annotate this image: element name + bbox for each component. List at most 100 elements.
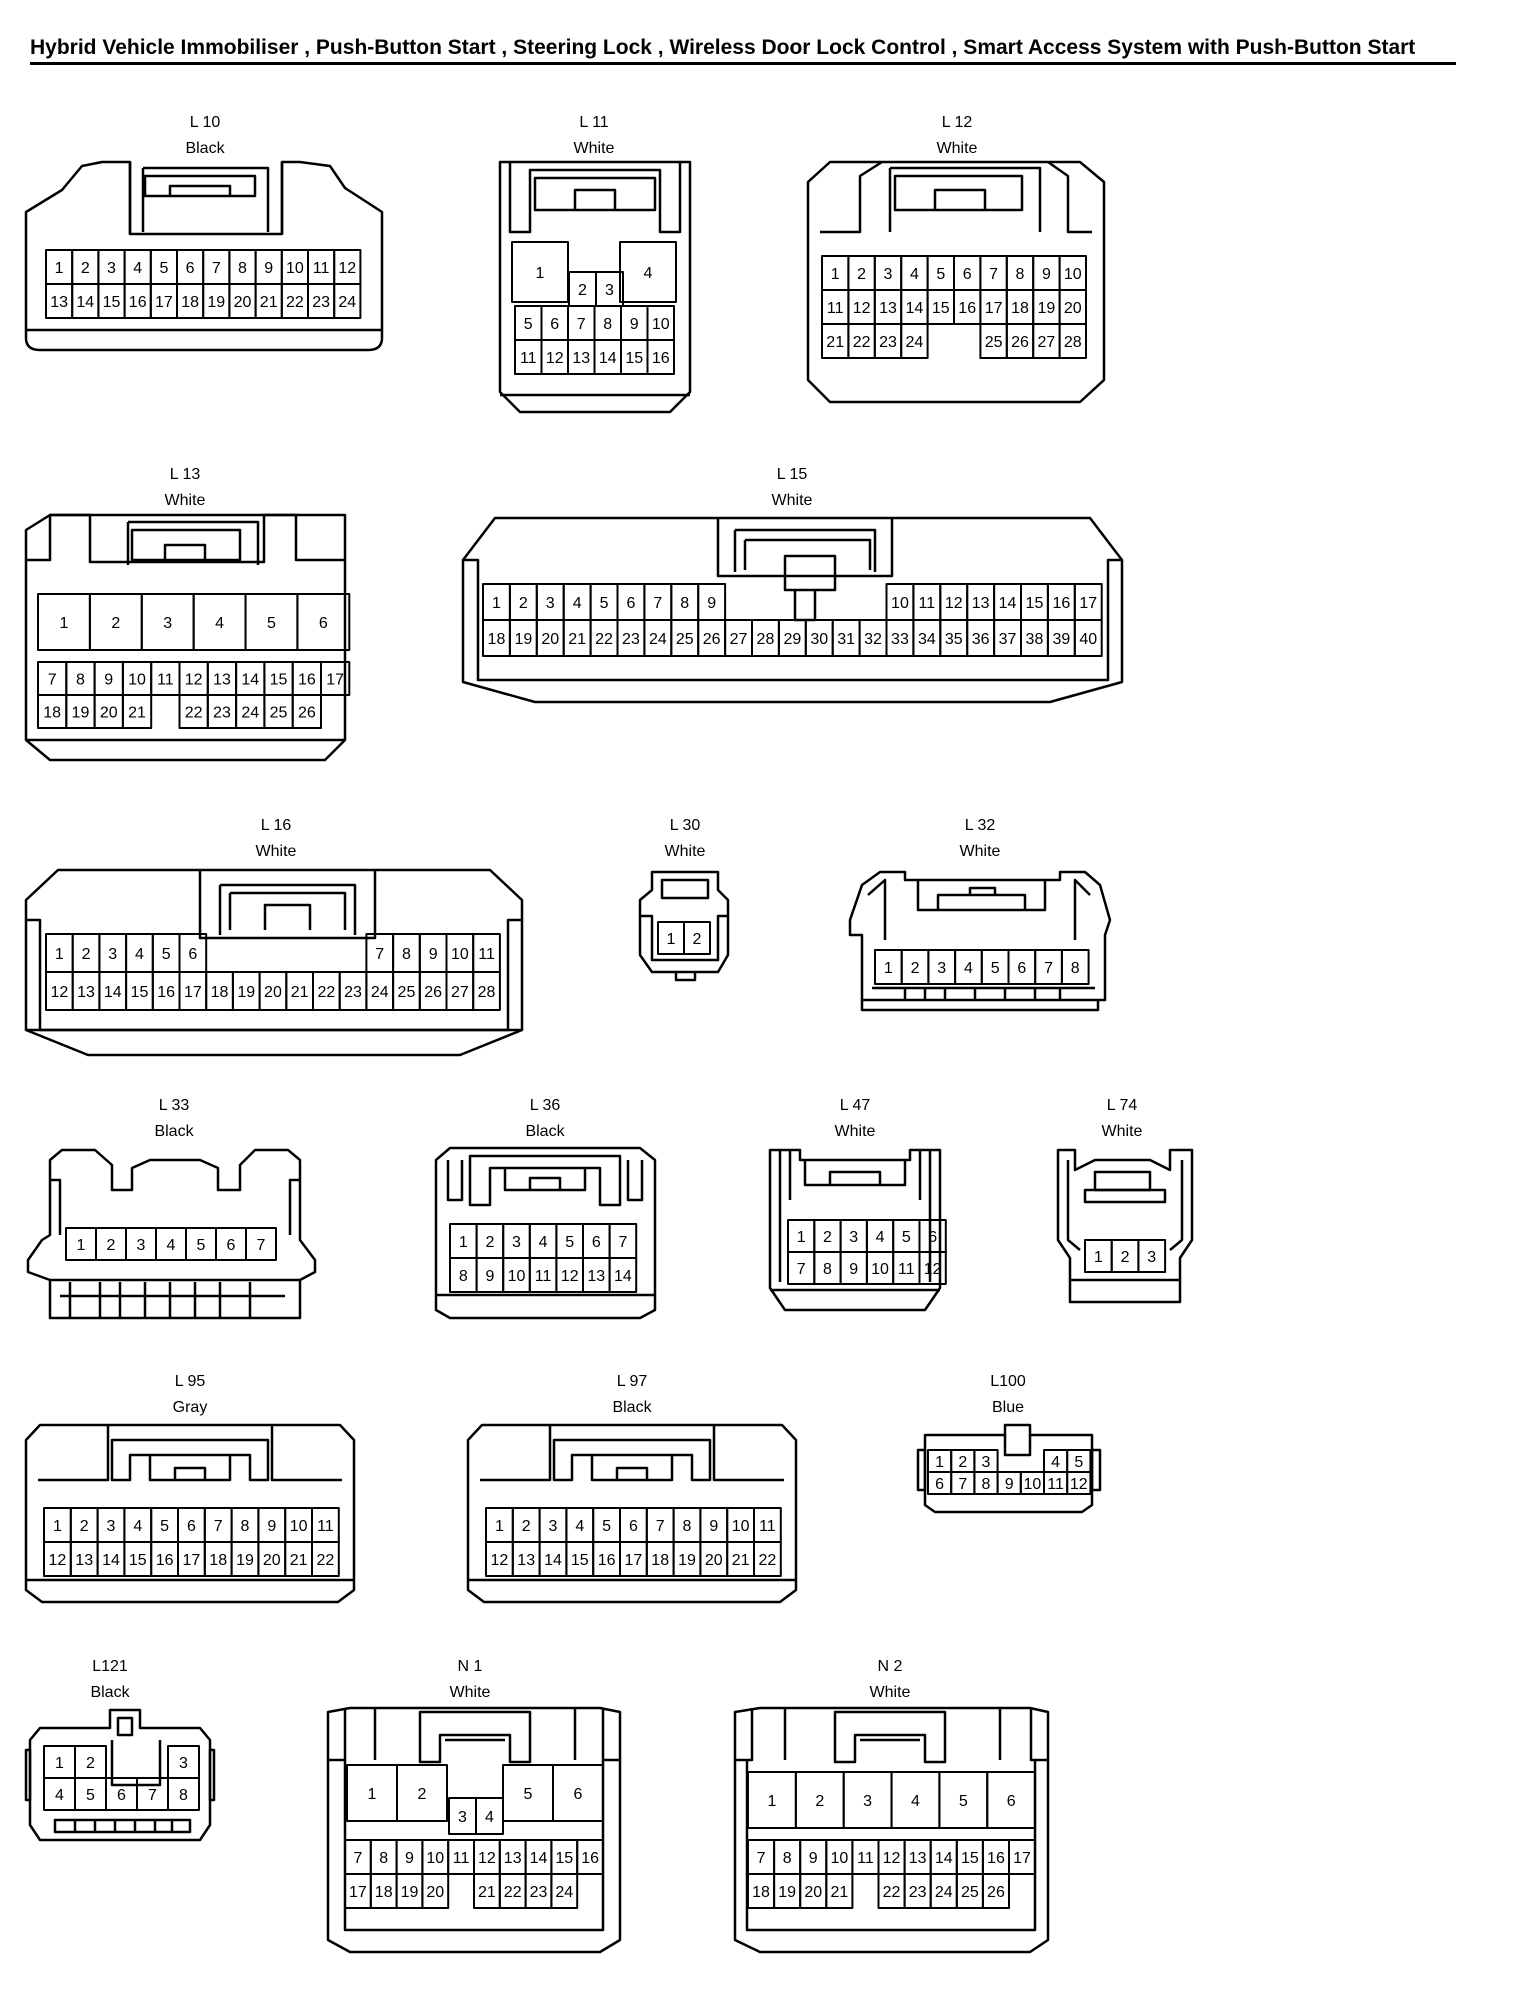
pin-number: 9 <box>809 1850 818 1867</box>
pin-number: 11 <box>313 260 330 277</box>
pin-number: 22 <box>317 1552 335 1569</box>
pin-number: 36 <box>972 631 990 648</box>
pin-number: 25 <box>985 334 1003 351</box>
pin-number: 34 <box>918 631 936 648</box>
pin-number: 3 <box>163 615 172 632</box>
pin-number: 20 <box>263 1552 281 1569</box>
pin-number: 2 <box>82 946 91 963</box>
pin-number: 12 <box>478 1850 496 1867</box>
pin-number: 4 <box>911 1793 920 1810</box>
pin-number: 28 <box>1064 334 1082 351</box>
connector-name: L 95 <box>175 1373 206 1390</box>
pin-number: 23 <box>213 705 231 722</box>
pin-number: 17 <box>625 1552 643 1569</box>
pin-number: 14 <box>614 1268 632 1285</box>
pin-number: 23 <box>909 1884 927 1901</box>
pin-number: 11 <box>857 1850 874 1867</box>
pin-number: 20 <box>705 1552 723 1569</box>
pin-number: 13 <box>972 595 990 612</box>
pin-number: 3 <box>108 946 117 963</box>
connector-name: N 1 <box>458 1658 483 1675</box>
pin-number: 17 <box>183 1552 201 1569</box>
pin-number: 9 <box>1005 1476 1014 1493</box>
pin-number: 11 <box>919 595 936 612</box>
pin-number: 8 <box>76 672 85 689</box>
pin-number: 2 <box>81 260 90 277</box>
connector-name: L100 <box>990 1373 1026 1390</box>
pin-number: 24 <box>241 705 259 722</box>
pin-number: 7 <box>577 316 586 333</box>
pin-number: 7 <box>375 946 384 963</box>
pin-cell <box>1008 1839 1037 1875</box>
pin-number: 16 <box>958 300 976 317</box>
pin-number: 2 <box>107 1237 116 1254</box>
pin-number: 14 <box>906 300 924 317</box>
pin-number: 14 <box>935 1850 953 1867</box>
pin-number: 5 <box>936 266 945 283</box>
pin-number: 7 <box>257 1237 266 1254</box>
pin-number: 13 <box>504 1850 522 1867</box>
pin-number: 7 <box>353 1850 362 1867</box>
pin-number: 26 <box>424 984 442 1001</box>
connector-name: L 15 <box>777 466 808 483</box>
pin-number: 14 <box>104 984 122 1001</box>
pin-number: 8 <box>1071 960 1080 977</box>
pin-number: 19 <box>401 1884 419 1901</box>
pin-number: 4 <box>55 1787 64 1804</box>
connector-housing <box>24 1423 356 1604</box>
pin-number: 20 <box>804 1884 822 1901</box>
pin-number: 4 <box>1051 1454 1060 1471</box>
pin-number: 3 <box>107 260 116 277</box>
pin-number: 1 <box>77 1237 86 1254</box>
pin-number: 4 <box>485 1809 494 1826</box>
pin-number: 21 <box>291 984 309 1001</box>
pin-number: 18 <box>752 1884 770 1901</box>
pin-number: 26 <box>703 631 721 648</box>
pin-number: 8 <box>680 595 689 612</box>
pin-number: 19 <box>72 705 90 722</box>
pin-number: 7 <box>653 595 662 612</box>
pin-number: 1 <box>55 1755 64 1772</box>
pin-number: 5 <box>902 1229 911 1246</box>
pin-number: 3 <box>458 1809 467 1826</box>
pin-number: 8 <box>241 1518 250 1535</box>
pin-number: 20 <box>426 1884 444 1901</box>
pin-number: 27 <box>730 631 748 648</box>
pin-number: 33 <box>891 631 909 648</box>
pin-number: 24 <box>371 984 389 1001</box>
pin-number: 24 <box>906 334 924 351</box>
pin-number: 11 <box>157 672 174 689</box>
pin-number: 24 <box>935 1884 953 1901</box>
pin-number: 1 <box>767 1793 776 1810</box>
pin-number: 17 <box>326 672 344 689</box>
pin-number: 9 <box>429 946 438 963</box>
pin-number: 40 <box>1079 631 1097 648</box>
pin-number: 23 <box>344 984 362 1001</box>
pin-number: 11 <box>535 1268 552 1285</box>
pin-number: 8 <box>823 1261 832 1278</box>
pin-number: 6 <box>187 1518 196 1535</box>
pin-number: 7 <box>656 1518 665 1535</box>
pin-number: 3 <box>1147 1249 1156 1266</box>
pin-number: 25 <box>270 705 288 722</box>
pin-number: 16 <box>987 1850 1005 1867</box>
connector-color: White <box>772 492 813 509</box>
pin-number: 21 <box>568 631 586 648</box>
pin-cell <box>918 1251 947 1285</box>
pin-number: 18 <box>43 705 61 722</box>
pin-number: 4 <box>133 260 142 277</box>
connector-color: Blue <box>992 1399 1024 1416</box>
pin-number: 14 <box>76 294 94 311</box>
pin-number: 9 <box>485 1268 494 1285</box>
connector-housing <box>733 1706 1050 1954</box>
pin-number: 19 <box>1038 300 1056 317</box>
pin-number: 21 <box>732 1552 750 1569</box>
connector-name: L 47 <box>840 1097 871 1114</box>
pin-cell <box>1073 619 1103 657</box>
pin-number: 7 <box>958 1476 967 1493</box>
